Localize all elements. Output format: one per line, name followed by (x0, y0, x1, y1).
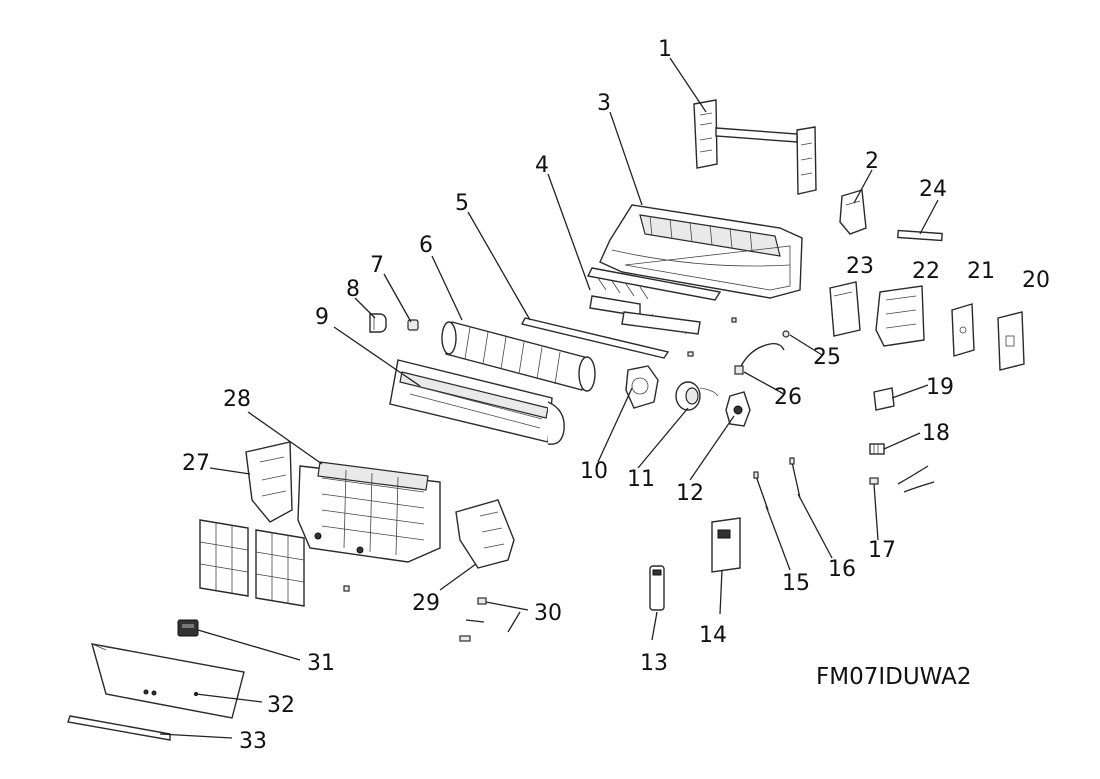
part-33-trim-strip (67, 715, 171, 741)
part-12-motor-cover (725, 391, 751, 427)
part-21-cover-plate (951, 303, 975, 357)
part-24-rod (897, 229, 943, 242)
part-9-evaporator (389, 359, 565, 445)
label-part-26: 26 (774, 385, 802, 410)
part-6-crossflow-fan (441, 321, 596, 392)
label-part-4: 4 (535, 153, 549, 178)
label-part-10: 10 (580, 459, 608, 484)
label-part-29: 29 (412, 591, 440, 616)
part-23-control-box (829, 281, 861, 337)
part-11-fan-motor (675, 381, 719, 411)
leader-lines (159, 57, 939, 739)
label-part-16: 16 (828, 557, 856, 582)
part-screw-b (687, 351, 694, 357)
air-filters (199, 519, 305, 607)
part-4-louvers (586, 267, 722, 335)
label-part-32: 32 (267, 693, 295, 718)
part-31-display-board (177, 619, 199, 637)
label-part-7: 7 (370, 253, 384, 278)
label-part-8: 8 (346, 277, 360, 302)
part-7-bearing (407, 319, 419, 331)
part-screw-a (731, 317, 737, 323)
label-part-31: 31 (307, 651, 335, 676)
part-27-side-cover-left (245, 441, 293, 523)
part-8-bearing-holder (369, 313, 387, 333)
label-part-20: 20 (1022, 268, 1050, 293)
label-part-5: 5 (455, 191, 469, 216)
label-part-17: 17 (868, 538, 896, 563)
part-28-front-frame (297, 461, 441, 563)
label-part-12: 12 (676, 481, 704, 506)
label-part-21: 21 (967, 259, 995, 284)
label-part-2: 2 (865, 149, 879, 174)
part-19-clip (873, 387, 895, 411)
label-part-28: 28 (223, 387, 251, 412)
label-part-9: 9 (315, 305, 329, 330)
part-15-sensor-wire (753, 471, 769, 511)
part-2-bracket (839, 189, 867, 235)
part-26-drain-pipe (734, 342, 785, 375)
label-part-11: 11 (627, 467, 655, 492)
part-number-labels: 1 2 3 4 5 6 7 8 9 10 11 12 13 14 15 16 1… (182, 37, 1050, 754)
label-part-23: 23 (846, 254, 874, 279)
part-14-remote-holder (711, 517, 741, 573)
label-part-24: 24 (919, 177, 947, 202)
part-25-screw (782, 330, 790, 338)
label-part-18: 18 (922, 421, 950, 446)
label-part-30: 30 (534, 601, 562, 626)
part-17-sensor (869, 465, 935, 493)
label-part-27: 27 (182, 451, 210, 476)
label-part-3: 3 (597, 91, 611, 116)
part-screw-c (343, 585, 350, 592)
part-32-front-panel (91, 643, 245, 719)
label-part-22: 22 (912, 259, 940, 284)
part-30-screws (459, 597, 487, 642)
label-part-19: 19 (926, 375, 954, 400)
label-part-15: 15 (782, 571, 810, 596)
part-29-side-cover-right (455, 499, 515, 569)
label-part-1: 1 (658, 37, 672, 62)
label-part-33: 33 (239, 729, 267, 754)
part-10-motor-bracket (625, 365, 659, 409)
part-13-remote-control (649, 565, 665, 611)
part-20-terminal-cover (997, 311, 1025, 371)
part-22-pcb-box (875, 285, 925, 347)
label-part-6: 6 (419, 233, 433, 258)
part-16-sensor-wire (789, 457, 801, 499)
part-3-chassis (599, 204, 803, 299)
part-18-connector (869, 443, 885, 455)
label-part-13: 13 (640, 651, 668, 676)
part-1-mounting-plate (693, 99, 817, 195)
label-part-25: 25 (813, 345, 841, 370)
label-part-14: 14 (699, 623, 727, 648)
part-5-flap (520, 317, 670, 359)
model-code: FM07IDUWA2 (816, 664, 972, 690)
